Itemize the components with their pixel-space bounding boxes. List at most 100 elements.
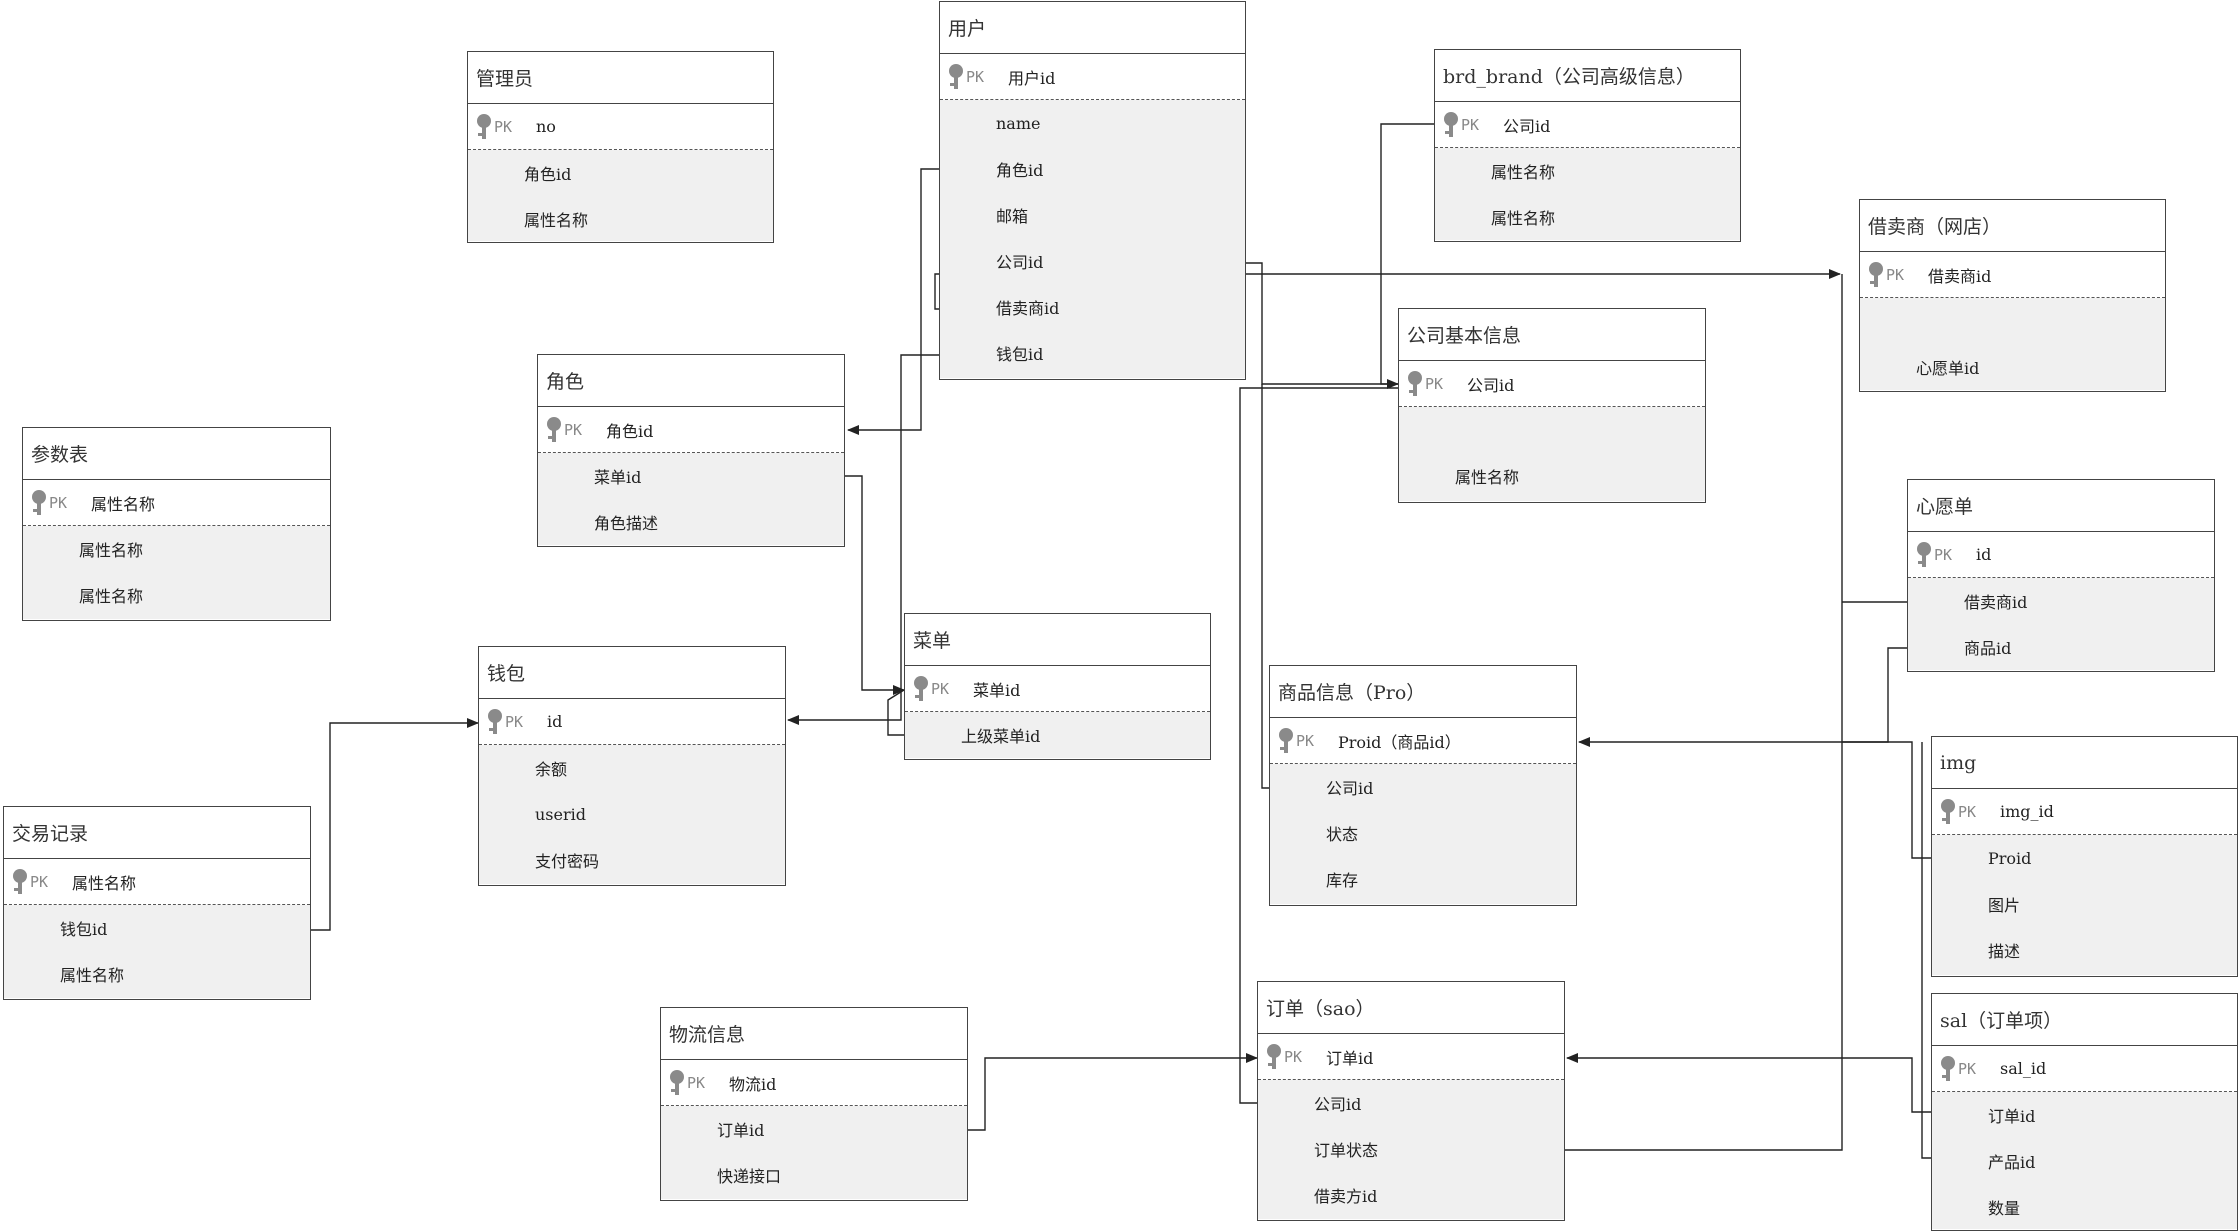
entity-order[interactable]: 订单（sao） PK 订单id 公司id 订单状态 借卖方id: [1257, 981, 1565, 1221]
entity-img[interactable]: img PK img_id Proid 图片 描述: [1931, 736, 2238, 977]
entity-title: 心愿单: [1908, 480, 2214, 532]
entity-admin[interactable]: 管理员 PK no 角色id 属性名称: [467, 51, 774, 243]
field: 状态: [1326, 825, 1359, 844]
entity-title: 交易记录: [4, 807, 310, 859]
pk-label: PK: [966, 67, 985, 86]
field: name: [996, 113, 1041, 133]
key-icon: [1939, 798, 1957, 826]
field: 角色描述: [594, 514, 659, 533]
field: 属性名称: [79, 541, 144, 560]
link-wishlist-product: [1578, 647, 1907, 747]
entity-trade[interactable]: 交易记录 PK 属性名称 钱包id 属性名称: [3, 806, 311, 1000]
key-icon: [1442, 111, 1460, 139]
field: 菜单id: [594, 468, 642, 487]
field: [1860, 298, 2165, 344]
field: 描述: [1988, 942, 2021, 961]
entity-product[interactable]: 商品信息（Pro） PK Proid（商品id） 公司id 状态 库存: [1269, 665, 1577, 906]
link-user-role: [847, 168, 939, 435]
pk-field: Proid（商品id）: [1338, 732, 1461, 752]
field: 属性名称: [79, 587, 144, 606]
field-list: 心愿单id: [1860, 298, 2165, 390]
link-img-product: [1842, 741, 1931, 859]
entity-title: 钱包: [479, 647, 785, 699]
field-list: 公司id 状态 库存: [1270, 764, 1576, 904]
entity-title: 公司基本信息: [1399, 309, 1705, 361]
entity-seller[interactable]: 借卖商（网店） PK 借卖商id 心愿单id: [1859, 199, 2166, 392]
pk-field: 属性名称: [91, 494, 156, 514]
entity-params[interactable]: 参数表 PK 属性名称 属性名称 属性名称: [22, 427, 331, 621]
key-icon: [912, 675, 930, 703]
key-icon: [1406, 370, 1424, 398]
link-sal-product: [1921, 742, 1931, 1159]
field: 角色id: [524, 165, 572, 184]
entity-wishlist[interactable]: 心愿单 PK id 借卖商id 商品id: [1907, 479, 2215, 672]
entity-menu[interactable]: 菜单 PK 菜单id 上级菜单id: [904, 613, 1211, 760]
field: 数量: [1988, 1199, 2021, 1218]
pk-row: PK img_id: [1932, 789, 2237, 835]
pk-label: PK: [494, 117, 513, 136]
field-list: 属性名称: [1399, 407, 1705, 501]
entity-title: 订单（sao）: [1258, 982, 1564, 1034]
field: 公司id: [1326, 779, 1374, 798]
field: 钱包id: [996, 345, 1044, 364]
entity-brand[interactable]: brd_brand（公司高级信息） PK 公司id 属性名称 属性名称: [1434, 49, 1741, 242]
link-logistics-order: [968, 1053, 1258, 1131]
pk-row: PK 物流id: [661, 1060, 967, 1106]
entity-title: 借卖商（网店）: [1860, 200, 2165, 252]
entity-title: img: [1932, 737, 2237, 789]
key-icon: [545, 416, 563, 444]
entity-title: 参数表: [23, 428, 330, 480]
entity-company[interactable]: 公司基本信息 PK 公司id 属性名称: [1398, 308, 1706, 503]
field-list: 钱包id 属性名称: [4, 905, 310, 998]
field-list: 借卖商id 商品id: [1908, 578, 2214, 670]
pk-field: 属性名称: [72, 873, 137, 893]
field: 心愿单id: [1916, 359, 1980, 378]
entity-title: 物流信息: [661, 1008, 967, 1060]
entity-user[interactable]: 用户 PK 用户id name 角色id 邮箱 公司id 借卖商id 钱包id: [939, 1, 1246, 380]
entity-title: 管理员: [468, 52, 773, 104]
field: 属性名称: [60, 966, 125, 985]
pk-row: PK 属性名称: [23, 480, 330, 526]
link-role-menu: [845, 475, 905, 695]
link-sal-order: [1566, 1053, 1931, 1113]
entity-logistics[interactable]: 物流信息 PK 物流id 订单id 快递接口: [660, 1007, 968, 1201]
pk-label: PK: [1461, 115, 1480, 134]
key-icon: [486, 708, 504, 736]
entity-sal[interactable]: sal（订单项） PK sal_id 订单id 产品id 数量: [1931, 993, 2238, 1231]
field: 角色id: [996, 161, 1044, 180]
entity-role[interactable]: 角色 PK 角色id 菜单id 角色描述: [537, 354, 845, 547]
field: 属性名称: [1491, 163, 1556, 182]
field: 订单状态: [1314, 1141, 1379, 1160]
field-list: 角色id 属性名称: [468, 150, 773, 241]
pk-row: PK 角色id: [538, 407, 844, 453]
pk-field: 菜单id: [973, 680, 1021, 700]
field-list: 公司id 订单状态 借卖方id: [1258, 1080, 1564, 1219]
field: [1399, 407, 1705, 453]
pk-field: 借卖商id: [1928, 266, 1992, 286]
field: 公司id: [1314, 1095, 1362, 1114]
pk-label: PK: [1958, 802, 1977, 821]
pk-label: PK: [1934, 545, 1953, 564]
pk-row: PK sal_id: [1932, 1046, 2237, 1092]
link-menu-self: [887, 689, 905, 736]
key-icon: [1277, 727, 1295, 755]
pk-field: 公司id: [1467, 375, 1515, 395]
pk-field: 物流id: [729, 1074, 777, 1094]
pk-row: PK 订单id: [1258, 1034, 1564, 1080]
field: 产品id: [1988, 1153, 2036, 1172]
field-list: name 角色id 邮箱 公司id 借卖商id 钱包id: [940, 100, 1245, 378]
entity-title: 菜单: [905, 614, 1210, 666]
key-icon: [947, 63, 965, 91]
pk-row: PK Proid（商品id）: [1270, 718, 1576, 764]
entity-wallet[interactable]: 钱包 PK id 余额 userid 支付密码: [478, 646, 786, 886]
pk-field: id: [1976, 545, 1992, 564]
field-list: Proid 图片 描述: [1932, 835, 2237, 975]
entity-title: 商品信息（Pro）: [1270, 666, 1576, 718]
pk-field: 角色id: [606, 421, 654, 441]
pk-label: PK: [1958, 1059, 1977, 1078]
field-list: 菜单id 角色描述: [538, 453, 844, 545]
link-user-company: [1246, 262, 1399, 389]
entity-title: sal（订单项）: [1932, 994, 2237, 1046]
field: 借卖商id: [1964, 593, 2028, 612]
pk-label: PK: [564, 420, 583, 439]
